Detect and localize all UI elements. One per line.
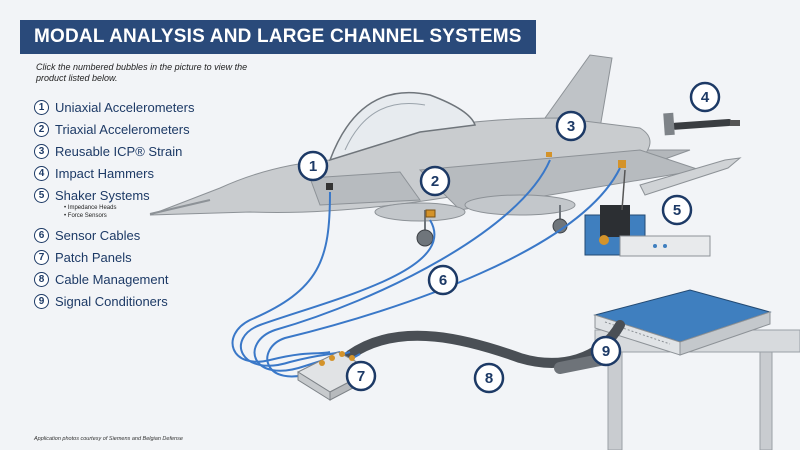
bubble-5-number: 5: [673, 202, 681, 219]
bubble-7[interactable]: 7: [345, 360, 377, 392]
bubble-2[interactable]: 2: [419, 165, 451, 197]
number-badge: 4: [34, 165, 49, 181]
product-item-shaker-systems[interactable]: 5 Shaker Systems: [34, 184, 194, 206]
product-list: 1 Uniaxial Accelerometers 2 Triaxial Acc…: [34, 96, 194, 312]
product-label: Cable Management: [55, 271, 169, 287]
photo-credit: Application photos courtesy of Siemens a…: [34, 436, 183, 442]
bubble-4-number: 4: [701, 89, 710, 106]
bubble-4[interactable]: 4: [689, 81, 721, 113]
fighter-jet-image: [149, 54, 742, 247]
bubble-6[interactable]: 6: [427, 264, 459, 296]
number-badge: 8: [34, 271, 49, 287]
bubble-6-number: 6: [439, 272, 447, 289]
cable-bundle-image: [345, 320, 625, 368]
number-badge: 9: [34, 293, 49, 309]
product-label: Patch Panels: [55, 249, 132, 265]
number-badge: 5: [34, 187, 49, 203]
bubble-9-number: 9: [602, 343, 610, 360]
product-item-triaxial-accelerometers[interactable]: 2 Triaxial Accelerometers: [34, 118, 194, 140]
product-label: Shaker Systems: [55, 187, 150, 203]
sub-item-force-sensors: Force Sensors: [64, 212, 194, 220]
sub-item-impedance-heads: Impedance Heads: [64, 204, 194, 212]
bubble-7-number: 7: [357, 368, 365, 385]
bubble-8[interactable]: 8: [473, 362, 505, 394]
product-item-patch-panels[interactable]: 7 Patch Panels: [34, 246, 194, 268]
bubble-3-number: 3: [567, 118, 575, 135]
product-label: Sensor Cables: [55, 227, 141, 243]
bubble-9[interactable]: 9: [590, 335, 622, 367]
bubble-1[interactable]: 1: [297, 150, 329, 182]
instructions-text: Click the numbered bubbles in the pictur…: [36, 62, 248, 83]
product-label: Impact Hammers: [55, 165, 154, 181]
bubble-5[interactable]: 5: [661, 194, 693, 226]
bubble-1-number: 1: [309, 158, 317, 175]
number-badge: 3: [34, 143, 49, 159]
product-item-cable-management[interactable]: 8 Cable Management: [34, 268, 194, 290]
product-label: Reusable ICP® Strain: [55, 143, 183, 159]
product-item-sensor-cables[interactable]: 6 Sensor Cables: [34, 224, 194, 246]
bubble-8-number: 8: [485, 370, 493, 387]
number-badge: 6: [34, 227, 49, 243]
shaker-sub-list: Impedance Heads Force Sensors: [64, 204, 194, 220]
number-badge: 7: [34, 249, 49, 265]
product-item-signal-conditioners[interactable]: 9 Signal Conditioners: [34, 290, 194, 312]
product-item-reusable-icp-strain[interactable]: 3 Reusable ICP® Strain: [34, 140, 194, 162]
product-label: Uniaxial Accelerometers: [55, 99, 195, 115]
number-badge: 2: [34, 121, 49, 137]
cable-sleeve: [554, 354, 606, 374]
number-badge: 1: [34, 99, 49, 115]
page-title: MODAL ANALYSIS AND LARGE CHANNEL SYSTEMS: [20, 20, 536, 54]
bubble-2-number: 2: [431, 173, 439, 190]
product-label: Triaxial Accelerometers: [55, 121, 190, 137]
product-label: Signal Conditioners: [55, 293, 168, 309]
impact-hammer-image: [663, 112, 740, 136]
product-item-impact-hammers[interactable]: 4 Impact Hammers: [34, 162, 194, 184]
shaker-system-image: [584, 169, 711, 257]
product-item-uniaxial-accelerometers[interactable]: 1 Uniaxial Accelerometers: [34, 96, 194, 118]
bubble-3[interactable]: 3: [555, 110, 587, 142]
